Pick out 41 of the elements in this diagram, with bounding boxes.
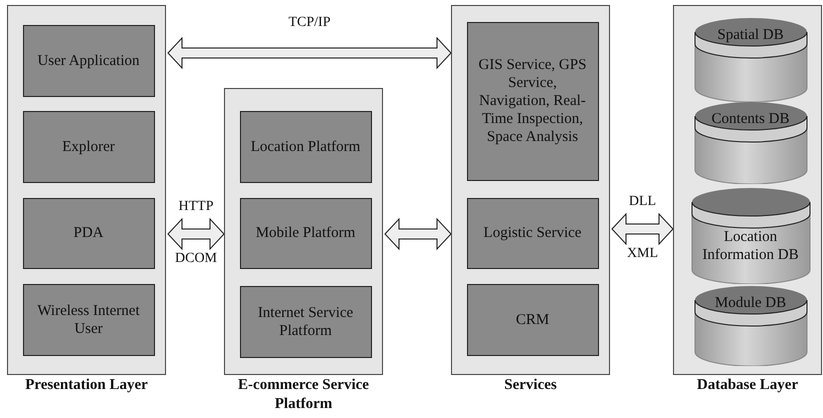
component-box — [240, 286, 372, 358]
protocol-label: XML — [626, 246, 658, 262]
component-label: Logistic Service — [482, 224, 582, 242]
component-label: GIS Service, GPS Service, Navigation, Real-Time Inspection, Space Analysis — [478, 56, 588, 146]
component-label: CRM — [514, 310, 550, 328]
layer-title: E-commerce Service Platform — [237, 376, 370, 414]
component-label: Spatial DB — [716, 26, 785, 44]
component-label: Location Information DB — [701, 228, 800, 264]
protocol-label: DCOM — [175, 251, 217, 267]
edge-label: HTTP — [178, 199, 214, 215]
component-label: Explorer — [61, 138, 116, 156]
double-block-arrow — [611, 212, 674, 246]
double-block-arrow — [167, 36, 452, 70]
layer-title: Database Layer — [696, 376, 800, 395]
component-box — [466, 22, 598, 180]
component-label: Contents DB — [710, 110, 790, 128]
database-cylinder — [690, 188, 810, 284]
database-cylinder — [694, 18, 808, 102]
component-label: Mobile Platform — [254, 224, 356, 242]
component-label: Internet Service Platform — [256, 304, 354, 340]
component-label: Module DB — [714, 294, 788, 312]
double-block-arrow — [167, 218, 225, 250]
database-cylinder — [694, 102, 808, 184]
edge-label: TCP/IP — [288, 15, 330, 31]
edge-label: DLL — [628, 194, 656, 210]
component-box — [240, 198, 372, 268]
component-label: Wireless Internet User — [36, 302, 141, 338]
component-box — [240, 110, 372, 182]
double-block-arrow — [384, 218, 452, 250]
component-box — [466, 284, 598, 356]
layer-title: Presentation Layer — [24, 376, 149, 395]
component-box — [22, 198, 154, 268]
layer-title: Services — [503, 376, 558, 395]
component-label: User Application — [36, 52, 141, 70]
database-cylinder — [694, 286, 808, 366]
component-box — [22, 284, 154, 356]
component-box — [22, 24, 154, 96]
component-label: PDA — [72, 224, 104, 242]
component-box — [466, 198, 598, 268]
component-label: Location Platform — [250, 138, 362, 156]
component-box — [22, 110, 154, 182]
